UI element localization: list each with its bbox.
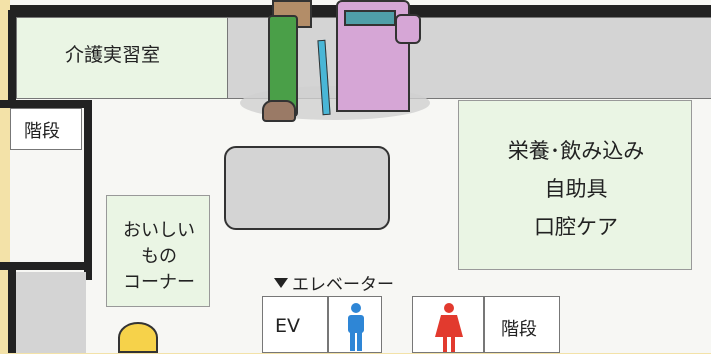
- kimono-sleeve: [395, 14, 421, 44]
- wall-left-lower: [0, 262, 88, 270]
- down-triangle-icon: [274, 278, 288, 288]
- woman-toilet-icon: [435, 303, 463, 352]
- person-head-partial: [118, 322, 158, 353]
- men-restroom[interactable]: [328, 296, 382, 353]
- nutrition-line-2: 自助具: [544, 177, 608, 201]
- man-toilet-icon: [348, 303, 364, 351]
- wall-left-inner: [84, 100, 92, 280]
- stairs-right-label: 階段: [501, 319, 537, 340]
- nutrition-line-1: 栄養･飲み込み: [507, 139, 645, 163]
- tasty-corner-line-3: コーナー: [123, 272, 195, 293]
- room-tasty-corner[interactable]: おいしい もの コーナー: [106, 195, 210, 307]
- women-restroom[interactable]: [412, 296, 484, 353]
- kimono-obi: [344, 10, 396, 26]
- table: [224, 146, 390, 230]
- nutrition-line-3: 口腔ケア: [534, 215, 618, 239]
- stairs-left[interactable]: 階段: [10, 108, 82, 150]
- tasty-corner-line-1: おいしい: [123, 220, 195, 241]
- stairs-right[interactable]: 階段: [484, 296, 560, 353]
- room-nursing-practice-label: 介護実習室: [65, 44, 161, 66]
- elevator-label-text: エレベーター: [292, 275, 394, 295]
- wall-left-low2: [8, 262, 16, 353]
- stairs-left-label: 階段: [24, 121, 60, 142]
- elevator-direction-label: エレベーター: [274, 270, 394, 295]
- elevator-ev-label: EV: [275, 315, 301, 337]
- hallway-area: [228, 17, 711, 99]
- wall-left-mid: [0, 100, 88, 108]
- elevator[interactable]: EV: [262, 296, 328, 353]
- room-nursing-practice[interactable]: 介護実習室: [16, 17, 228, 99]
- elderly-man-shoe: [262, 100, 296, 122]
- tasty-corner-line-2: もの: [141, 246, 177, 267]
- room-left-lower: [16, 272, 86, 353]
- room-nutrition[interactable]: 栄養･飲み込み 自助具 口腔ケア: [458, 100, 692, 270]
- wall-left-upper: [8, 10, 16, 100]
